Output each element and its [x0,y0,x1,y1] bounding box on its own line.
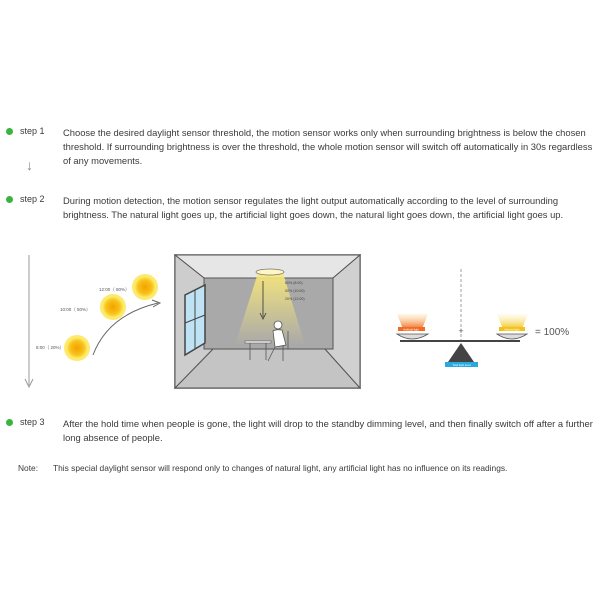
step-label: step 1 [20,126,45,136]
total-light-tag: Total light level [452,363,471,367]
note-label: Note: [18,463,38,473]
lamp-level-label: 50% (10:00) [285,289,305,293]
step-bullet-icon [6,196,13,203]
daylight-diagram: 12:00（ 80%） 10:00（ 50%） 8:00（ 20%） [0,245,600,395]
step-description: During motion detection, the motion sens… [63,194,600,222]
artificial-light-tag: Artificial light [403,327,419,331]
step-bullet-icon [6,419,13,426]
natural-light-tag: Natural light [505,327,520,331]
step-bullet-icon [6,128,13,135]
sun-icon [132,274,158,300]
sun-icon [64,335,90,361]
room-illustration [175,255,360,388]
sun-time-label: 12:00（ 80%） [99,287,130,292]
sun-time-label: 10:00（ 50%） [60,307,91,312]
lamp-level-label: 80% (8:00) [285,281,303,285]
step-label: step 3 [20,417,45,427]
sun-time-label: 8:00（ 20%） [36,345,64,350]
lamp-level-label: 20% (12:00) [285,297,305,301]
step-label: step 2 [20,194,45,204]
note: Note: This special daylight sensor will … [18,463,38,473]
sun-icon [100,294,126,320]
balance-result: = 100% [535,327,569,338]
step-description: After the hold time when people is gone,… [63,417,600,445]
svg-text:+: + [458,326,463,336]
arrow-down-icon: ↓ [26,157,33,173]
note-text: This special daylight sensor will respon… [53,463,507,473]
balance-scale-illustration: + [397,269,528,367]
step-description: Choose the desired daylight sensor thres… [63,126,593,168]
